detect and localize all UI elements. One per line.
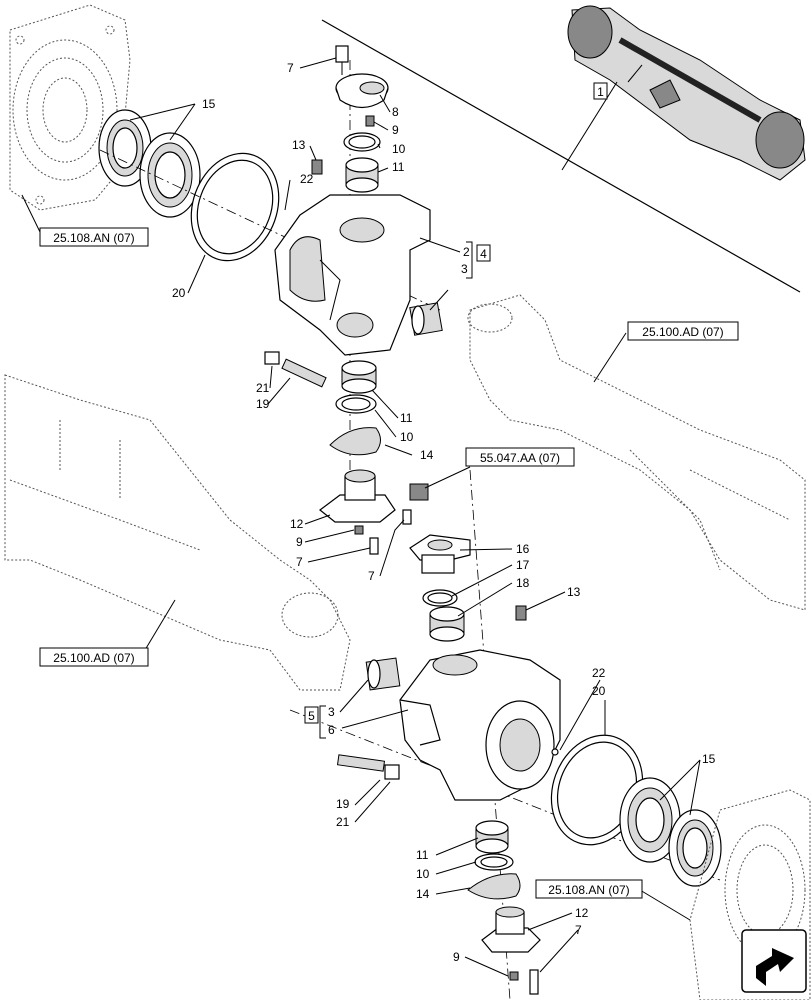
callout-7: 7 xyxy=(287,61,294,75)
callout-22: 22 xyxy=(592,666,606,680)
callout-11: 11 xyxy=(416,848,429,862)
boxed-number-1: 1 xyxy=(593,82,608,100)
kingpin-cap-16-bottom xyxy=(409,534,471,574)
seal-20-top xyxy=(190,152,280,262)
callout-9: 9 xyxy=(453,950,460,964)
callout-21: 21 xyxy=(336,815,350,829)
callout-11: 11 xyxy=(392,160,405,174)
shim-14-middle xyxy=(329,427,381,456)
bearing-15-bottom xyxy=(619,777,722,887)
callout-12: 12 xyxy=(575,906,589,920)
callout-3: 3 xyxy=(461,262,468,276)
ref-label-top-left[interactable]: 25.108.AN (07) xyxy=(53,231,134,245)
bearing-11-middle xyxy=(341,360,377,394)
callout-15: 15 xyxy=(702,752,716,766)
steering-knuckle-top xyxy=(274,194,431,356)
axle-housing-ghost-left xyxy=(4,374,351,691)
bushing-3-top xyxy=(409,302,443,336)
ref-label-right-upper[interactable]: 25.100.AD (07) xyxy=(642,325,723,339)
callout-14: 14 xyxy=(416,887,430,901)
callout-13: 13 xyxy=(292,138,306,152)
svg-text:4: 4 xyxy=(480,247,487,261)
callout-22: 22 xyxy=(300,172,314,186)
bolt-7-middle xyxy=(369,537,379,555)
ref-label-center[interactable]: 55.047.AA (07) xyxy=(480,451,560,465)
bracket-4 xyxy=(466,241,473,279)
callout-7: 7 xyxy=(296,555,303,569)
callout-15: 15 xyxy=(202,97,216,111)
callout-3: 3 xyxy=(328,705,335,719)
ref-box-right-upper[interactable]: 25.100.AD (07) xyxy=(627,321,739,341)
callout-19: 19 xyxy=(256,397,270,411)
callout-20: 20 xyxy=(172,286,186,300)
kingpin-cap-12-bottom xyxy=(481,906,541,953)
bearing-18 xyxy=(429,606,465,642)
callout-10: 10 xyxy=(392,142,406,156)
callout-6: 6 xyxy=(328,723,335,737)
callout-7: 7 xyxy=(368,569,375,583)
callout-19: 19 xyxy=(336,797,350,811)
callout-10: 10 xyxy=(416,867,430,881)
grease-nipple-13-bottom xyxy=(515,605,527,621)
callout-9: 9 xyxy=(296,535,303,549)
callout-7: 7 xyxy=(575,923,582,937)
boxed-number-5: 5 xyxy=(304,706,319,724)
bearing-11-top xyxy=(345,157,379,193)
callout-10: 10 xyxy=(400,430,414,444)
callout-17: 17 xyxy=(516,558,530,572)
grease-nipple-13-top xyxy=(311,159,323,175)
callout-13: 13 xyxy=(567,585,581,599)
kingpin-cap-12-middle xyxy=(319,469,396,523)
next-page-arrow-icon[interactable] xyxy=(741,929,807,993)
ref-box-top-left[interactable]: 25.108.AN (07) xyxy=(39,227,149,247)
bushing-3-bottom xyxy=(365,657,401,691)
svg-text:1: 1 xyxy=(597,85,604,99)
kingpin-cap-top xyxy=(335,45,389,109)
ref-label-left-middle[interactable]: 25.100.AD (07) xyxy=(53,651,134,665)
callout-11: 11 xyxy=(400,411,413,425)
callout-9: 9 xyxy=(392,123,399,137)
callout-2: 2 xyxy=(463,245,470,259)
o-ring-22-bottom xyxy=(551,748,559,756)
callout-8: 8 xyxy=(392,105,399,119)
grease-nipple-9-bottom xyxy=(509,971,519,981)
svg-text:5: 5 xyxy=(308,709,315,723)
callout-16: 16 xyxy=(516,542,530,556)
shim-14-bottom xyxy=(467,873,521,900)
steering-knuckle-bottom xyxy=(399,649,561,801)
inset-divider-line xyxy=(321,19,801,293)
callout-20: 20 xyxy=(592,684,606,698)
callout-18: 18 xyxy=(516,576,530,590)
stop-bolt-19-top xyxy=(264,351,327,388)
ref-label-bottom-right[interactable]: 25.108.AN (07) xyxy=(548,883,629,897)
grease-nipple-9-middle xyxy=(354,525,364,535)
stop-bolt-19-bottom xyxy=(336,754,400,780)
axle-thumbnail xyxy=(567,5,806,181)
ref-box-center[interactable]: 55.047.AA (07) xyxy=(465,447,575,467)
ref-box-left-middle[interactable]: 25.100.AD (07) xyxy=(39,647,149,667)
callout-labels: 7 8 9 10 11 13 22 15 20 2 3 21 19 11 10 … xyxy=(172,61,716,964)
leader-lines xyxy=(21,57,701,977)
callout-21: 21 xyxy=(256,381,270,395)
bracket-5 xyxy=(319,705,326,739)
grease-nipple-9-top xyxy=(365,115,375,127)
boxed-number-4: 4 xyxy=(476,244,491,262)
bearing-15-top xyxy=(98,109,201,218)
callout-12: 12 xyxy=(290,517,304,531)
sensor-part-55047 xyxy=(402,483,429,525)
bearing-11-bottom xyxy=(475,820,509,854)
axle-housing-ghost-right xyxy=(467,294,806,611)
callout-14: 14 xyxy=(420,448,434,462)
bolt-7-bottom xyxy=(529,969,539,995)
axis-line-top xyxy=(99,149,441,311)
ref-box-bottom-right[interactable]: 25.108.AN (07) xyxy=(535,879,643,899)
